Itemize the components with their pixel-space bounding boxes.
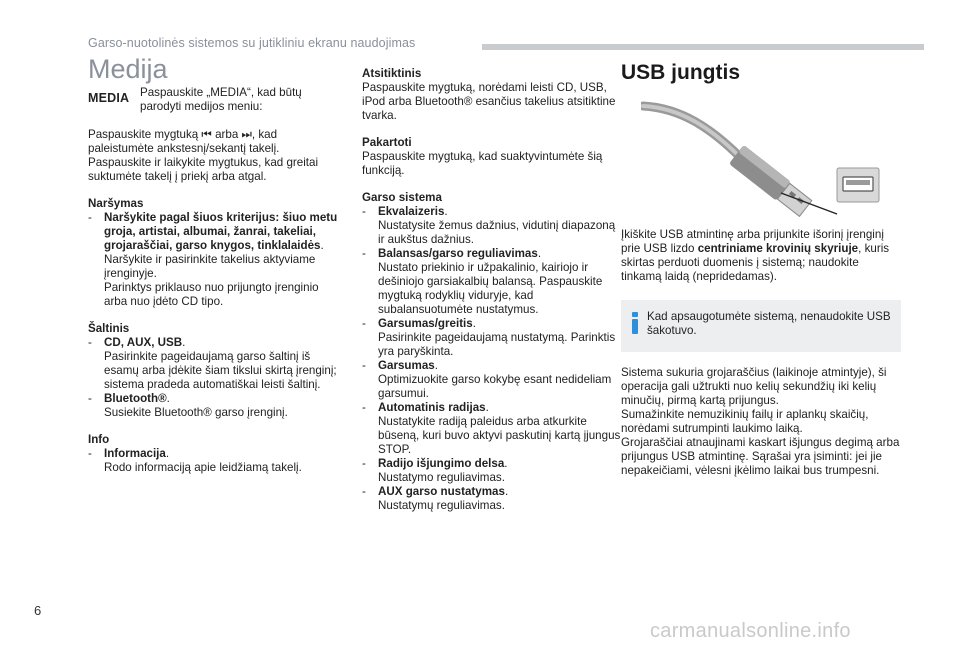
list-item-source-cd: CD, AUX, USB. Pasirinkite pageidaujamą g… <box>88 336 343 392</box>
list-item-text: Nustatymų reguliavimas. <box>378 499 505 512</box>
list-item: Automatinis radijas.Nustatykite radiją p… <box>362 401 624 457</box>
column-media: Medija MEDIA Paspauskite „MEDIA“, kad bū… <box>88 54 343 475</box>
list-item-bold: AUX garso nustatymas <box>378 485 505 498</box>
list-item-bold: Naršykite pagal šiuos kriterijus: šiuo m… <box>104 211 338 252</box>
list-item-text: Naršykite ir pasirinkite takelius aktyvi… <box>104 253 316 280</box>
heading-info: Info <box>88 433 110 446</box>
heading-garso-sistema: Garso sistema <box>362 191 442 204</box>
paragraph-skip: Paspauskite mygtuką ⏮ arba ⏭, kad paleis… <box>88 128 280 155</box>
page-number: 6 <box>34 603 42 618</box>
usb-intro-part-a: Įkiškite USB atmintinę arba prijunkite i… <box>621 228 884 255</box>
list-item: Garsumas/greitis.Pasirinkite pageidaujam… <box>362 317 624 359</box>
list-item-text: Nustatymo reguliavimas. <box>378 471 505 484</box>
section-title-usb: USB jungtis <box>621 61 740 84</box>
heading-narsymas: Naršymas <box>88 197 144 210</box>
list-item-bold: Radijo išjungimo delsa <box>378 457 505 470</box>
list-item-bold: Informacija <box>104 447 166 460</box>
list-item-text: Optimizuokite garso kokybę esant nedidel… <box>378 373 612 400</box>
list-item-text: Parinktys priklauso nuo prijungto įrengi… <box>104 281 319 308</box>
paragraph-pakartoti: Paspauskite mygtuką, kad suaktyvintumėte… <box>362 150 603 177</box>
list-item-bold: CD, AUX, USB <box>104 336 183 349</box>
list-item: Ekvalaizeris.Nustatysite žemus dažnius, … <box>362 205 624 247</box>
heading-atsitiktinis: Atsitiktinis <box>362 67 422 80</box>
list-item-bold: Bluetooth® <box>104 392 167 405</box>
list-item-text: Nustatysite žemus dažnius, vidutinį diap… <box>378 219 616 246</box>
list-item-text: Pasirinkite pageidaujamą garso šaltinį i… <box>104 350 337 391</box>
info-note-text: Kad apsaugotumėte sistemą, nenaudokite U… <box>647 310 891 337</box>
list-item-text: Susiekite Bluetooth® garso įrenginį. <box>104 406 288 419</box>
column-usb: USB jungtis Įkiškite USB atmintinę arba … <box>621 62 901 478</box>
paragraph-usb-intro: Įkiškite USB atmintinę arba prijunkite i… <box>621 228 901 284</box>
usb-intro-part-c: , kuris skirtas perduoti duomenis į sist… <box>621 242 890 283</box>
paragraph-playlists: Sistema sukuria grojaraščius (laikinoje … <box>621 366 887 407</box>
list-item-bold: Garsumas <box>378 359 435 372</box>
list-item: Balansas/garso reguliavimas.Nustato prie… <box>362 247 624 317</box>
list-item: AUX garso nustatymas.Nustatymų reguliavi… <box>362 485 624 513</box>
page-header-title: Garso-nuotolinės sistemos su jutikliniu … <box>88 36 416 50</box>
heading-pakartoti: Pakartoti <box>362 136 412 149</box>
usb-cable-icon <box>638 101 880 218</box>
list-item-bold: Automatinis radijas <box>378 401 486 414</box>
list-item-source-bluetooth: Bluetooth®. Susiekite Bluetooth® garso į… <box>88 392 343 420</box>
heading-saltinis: Šaltinis <box>88 322 130 335</box>
paragraph-refresh: Grojaraščiai atnaujinami kaskart išjungu… <box>621 436 900 477</box>
list-item-bold: Garsumas/greitis <box>378 317 473 330</box>
list-item-text: Rodo informaciją apie leidžiamą takelį. <box>104 461 302 474</box>
column-settings: Atsitiktinis Paspauskite mygtuką, norėda… <box>362 67 624 513</box>
list-item-bold: Ekvalaizeris <box>378 205 445 218</box>
watermark-text: carmanualsonline.info <box>650 620 851 642</box>
media-key-label: MEDIA <box>88 91 130 105</box>
paragraph-seek: Paspauskite ir laikykite mygtukus, kad g… <box>88 156 319 183</box>
info-note: Kad apsaugotumėte sistemą, nenaudokite U… <box>621 300 901 352</box>
list-item-text: Nustato priekinio ir užpakalinio, kairio… <box>378 261 603 316</box>
media-key-text: Paspauskite „MEDIA“, kad būtų parodyti m… <box>140 86 302 113</box>
media-key-row: MEDIA Paspauskite „MEDIA“, kad būtų paro… <box>88 86 343 114</box>
usb-illustration <box>638 98 881 218</box>
list-item-narsymas: Naršykite pagal šiuos kriterijus: šiuo m… <box>88 211 343 309</box>
list-item-text: Pasirinkite pageidaujamą nustatymą. Pari… <box>378 331 616 358</box>
paragraph-atsitiktinis: Paspauskite mygtuką, norėdami leisti CD,… <box>362 81 616 122</box>
list-item-text: Nustatykite radiją paleidus arba atkurki… <box>378 415 621 456</box>
list-item: Garsumas.Optimizuokite garso kokybę esan… <box>362 359 624 401</box>
list-item-info: Informacija. Rodo informaciją apie leidž… <box>88 447 343 475</box>
list-item-bold: Balansas/garso reguliavimas <box>378 247 538 260</box>
section-title-medija: Medija <box>88 54 168 84</box>
info-icon <box>631 312 639 334</box>
paragraph-reduce-files: Sumažinkite nemuzikinių failų ir aplankų… <box>621 408 869 435</box>
header-divider <box>482 44 924 50</box>
list-item: Radijo išjungimo delsa.Nustatymo regulia… <box>362 457 624 485</box>
usb-intro-part-b: centriniame krovinių skyriuje <box>697 242 859 255</box>
